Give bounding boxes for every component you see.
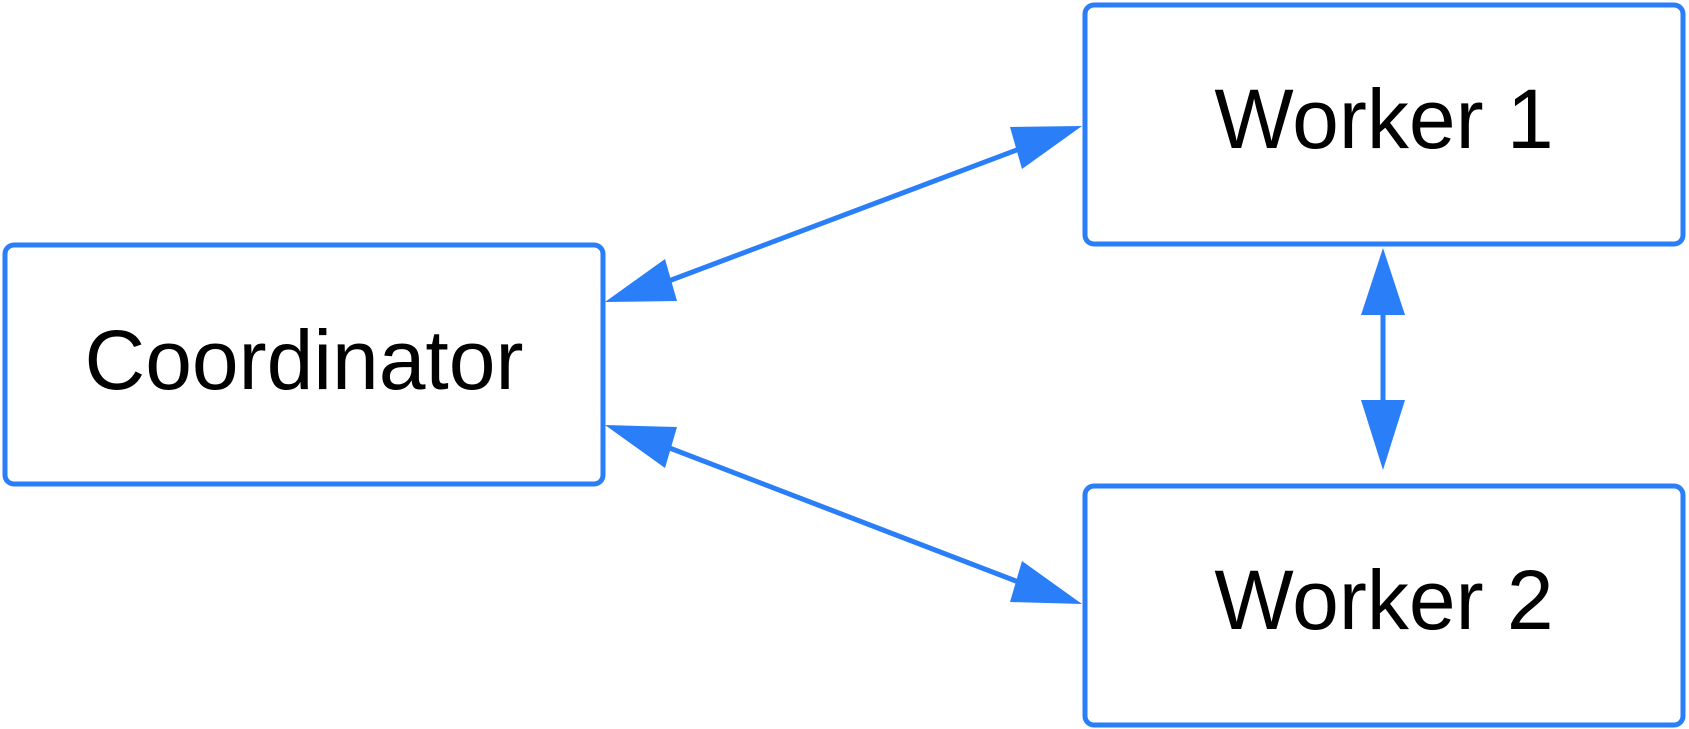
arrowhead-coordinator xyxy=(605,425,677,468)
node-coordinator[interactable]: Coordinator xyxy=(2,242,606,487)
arrowhead-worker2 xyxy=(1010,561,1082,604)
node-worker2[interactable]: Worker 2 xyxy=(1082,483,1686,728)
edge-worker1-worker2 xyxy=(1361,248,1405,470)
node-box xyxy=(1082,2,1686,247)
edge-coordinator-worker2 xyxy=(605,425,1082,604)
arrowhead-worker1 xyxy=(1361,248,1405,315)
edge-line xyxy=(665,145,1023,285)
node-box xyxy=(1082,483,1686,728)
arrowhead-worker2 xyxy=(1361,400,1405,470)
edge-line xyxy=(666,444,1022,586)
edge-coordinator-worker1 xyxy=(605,126,1082,302)
arrowhead-worker1 xyxy=(1010,126,1082,169)
node-label: Coordinator xyxy=(85,313,524,407)
node-worker1[interactable]: Worker 1 xyxy=(1082,2,1686,247)
arrowhead-coordinator xyxy=(605,259,677,302)
node-label: Worker 2 xyxy=(1214,553,1553,647)
node-label: Worker 1 xyxy=(1214,72,1553,166)
node-box xyxy=(2,242,606,487)
